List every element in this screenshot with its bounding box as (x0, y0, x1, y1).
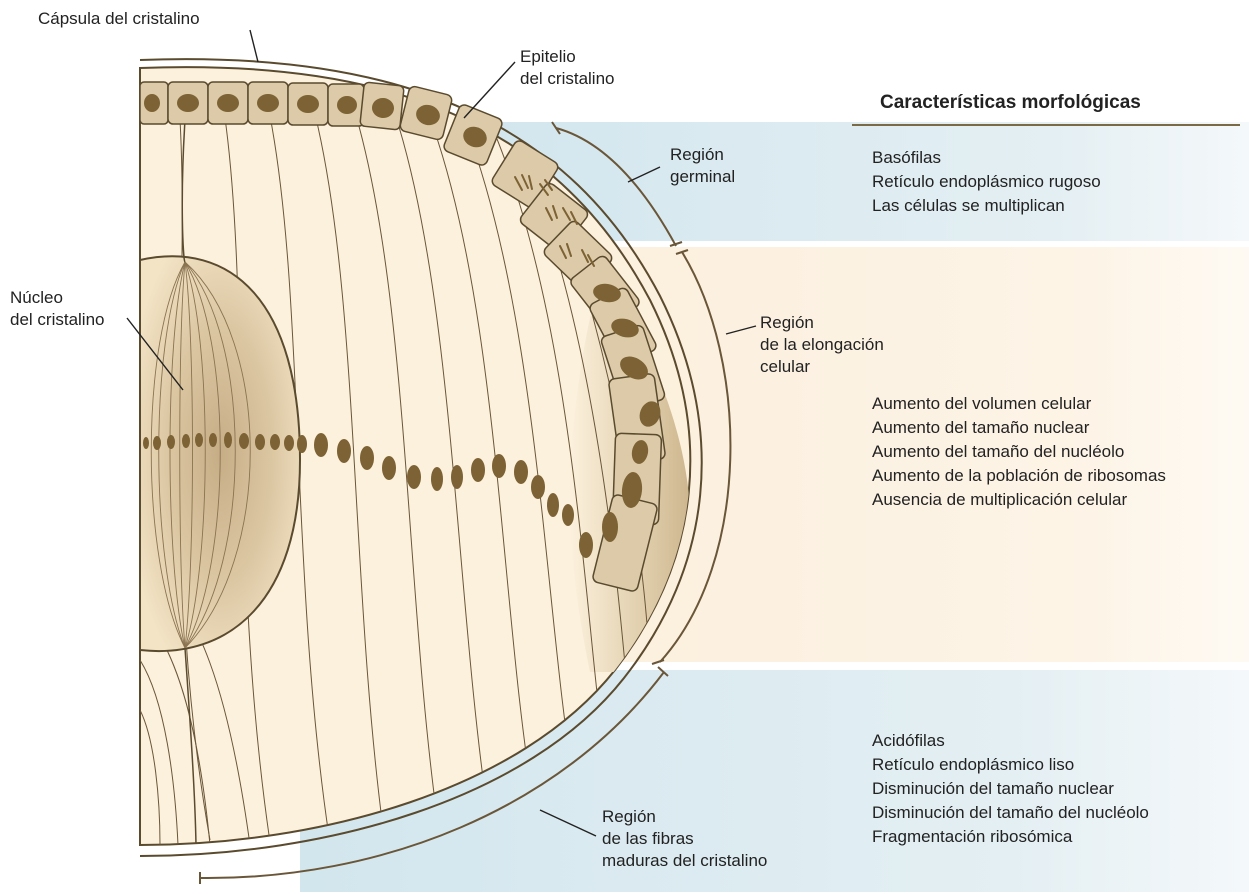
epithelium-label-line1: Epitelio (520, 46, 615, 68)
feature-item: Disminución del tamaño del nucléolo (872, 801, 1149, 825)
epithelium-label-line2: del cristalino (520, 68, 615, 90)
mature-label-line2: de las fibras (602, 828, 767, 850)
mature-label-line1: Región (602, 806, 767, 828)
feature-item: Disminución del tamaño nuclear (872, 777, 1149, 801)
feature-item: Acidófilas (872, 729, 1149, 753)
nucleus-label: Núcleo del cristalino (10, 287, 105, 331)
nucleus-label-line2: del cristalino (10, 309, 105, 331)
elongation-label-line3: celular (760, 356, 884, 378)
epithelium-label: Epitelio del cristalino (520, 46, 615, 90)
capsule-label: Cápsula del cristalino (38, 8, 200, 30)
germinal-features: Basófilas Retículo endoplásmico rugoso L… (872, 146, 1101, 218)
capsule-label-text: Cápsula del cristalino (38, 8, 200, 30)
feature-item: Aumento del tamaño del nucléolo (872, 440, 1166, 464)
elongation-label: Región de la elongación celular (760, 312, 884, 378)
mature-label-line3: maduras del cristalino (602, 850, 767, 872)
feature-item: Retículo endoplásmico liso (872, 753, 1149, 777)
feature-item: Ausencia de multiplicación celular (872, 488, 1166, 512)
mature-features: Acidófilas Retículo endoplásmico liso Di… (872, 729, 1149, 849)
germinal-label: Región germinal (670, 144, 735, 188)
feature-item: Retículo endoplásmico rugoso (872, 170, 1101, 194)
feature-item: Aumento del volumen celular (872, 392, 1166, 416)
germinal-label-line2: germinal (670, 166, 735, 188)
feature-item: Basófilas (872, 146, 1101, 170)
feature-item: Las células se multiplican (872, 194, 1101, 218)
feature-item: Aumento del tamaño nuclear (872, 416, 1166, 440)
elongation-label-line2: de la elongación (760, 334, 884, 356)
germinal-label-line1: Región (670, 144, 735, 166)
mature-label: Región de las fibras maduras del cristal… (602, 806, 767, 872)
nucleus-label-line1: Núcleo (10, 287, 105, 309)
feature-item: Aumento de la población de ribosomas (872, 464, 1166, 488)
elongation-label-line1: Región (760, 312, 884, 334)
feature-item: Fragmentación ribosómica (872, 825, 1149, 849)
features-header: Características morfológicas (880, 92, 1141, 114)
features-header-rule (852, 124, 1240, 126)
elongation-features: Aumento del volumen celular Aumento del … (872, 392, 1166, 512)
